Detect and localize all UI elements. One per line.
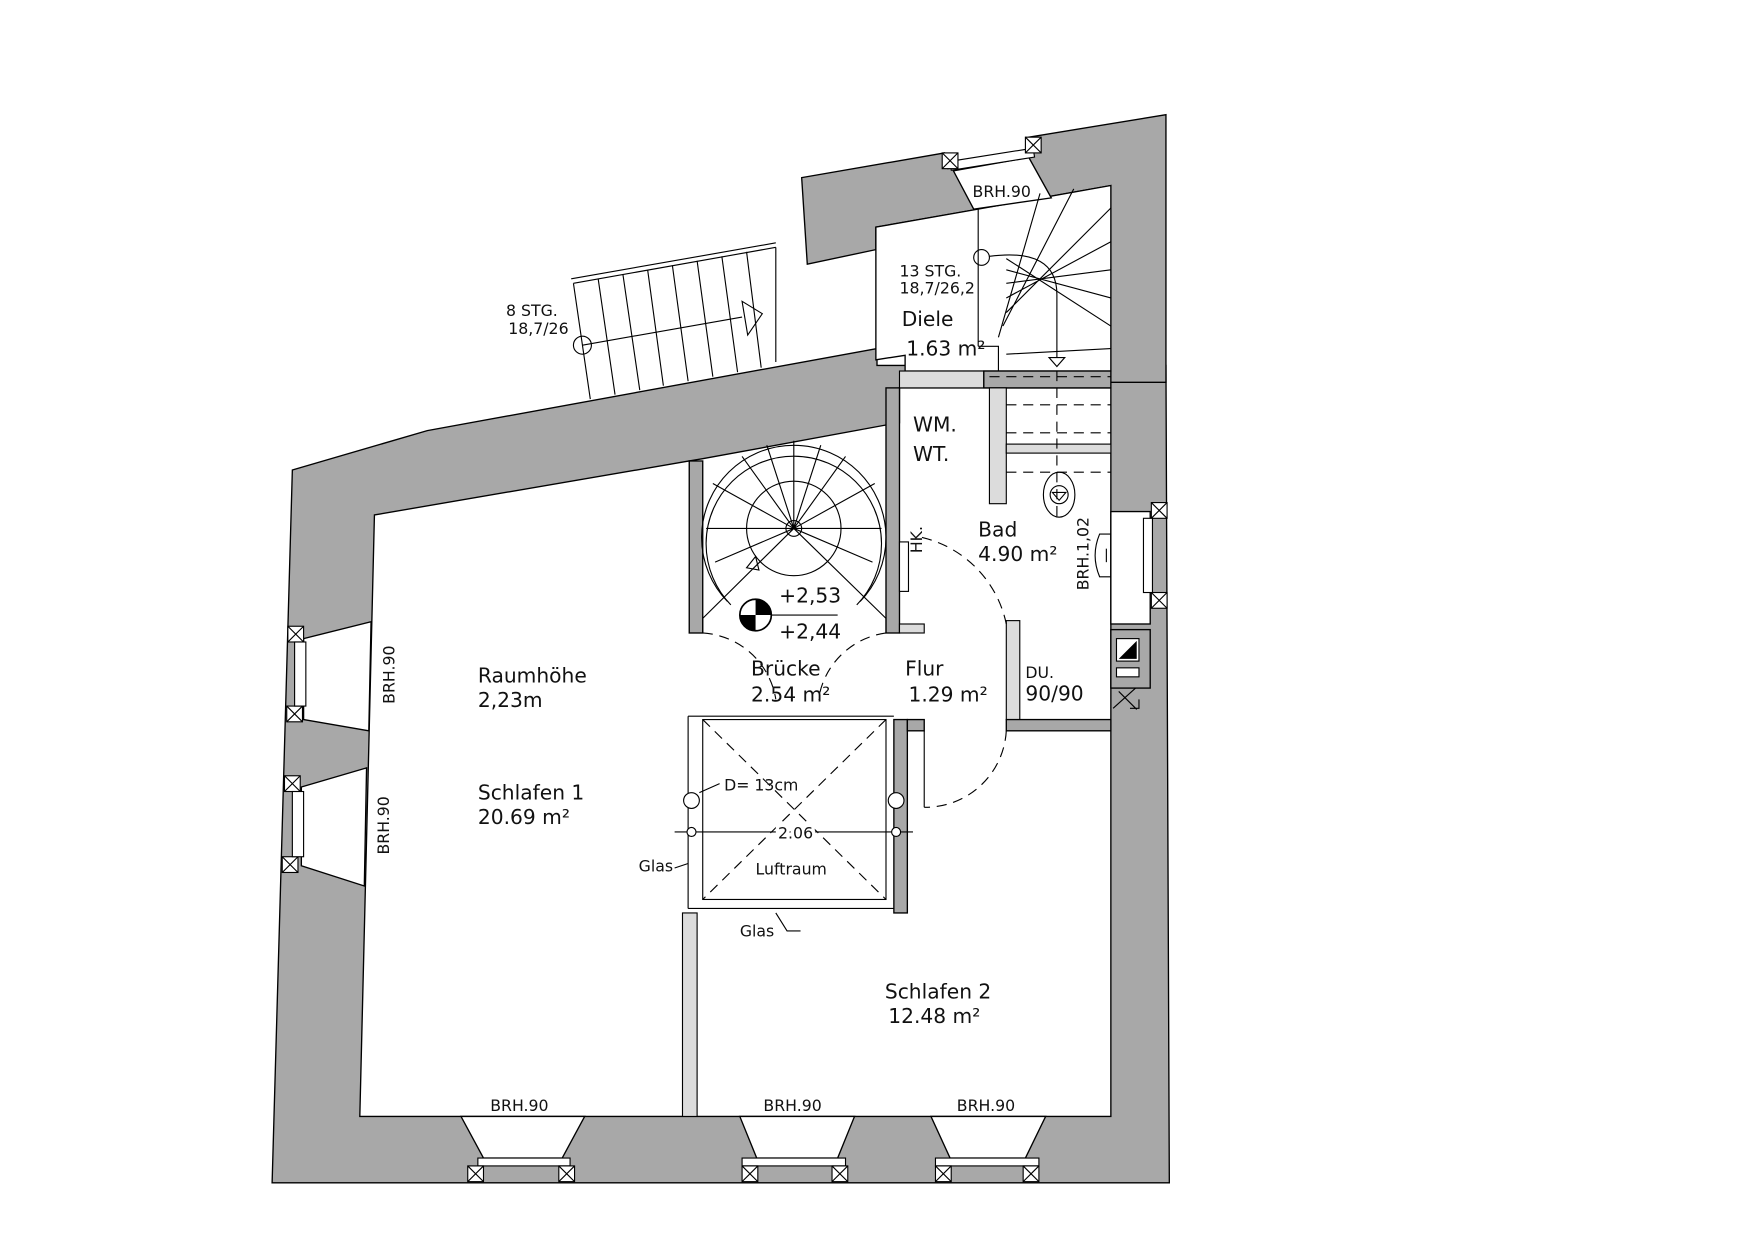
stair-main-ratio: 18,7/26 <box>508 319 568 338</box>
brh-bottom1-label: BRH.90 <box>490 1096 548 1115</box>
wall-spiral-right <box>885 387 901 634</box>
room-wm-line2: WT. <box>913 442 949 466</box>
wall-du-bottom <box>1005 718 1112 732</box>
window-bath-box-icon <box>1142 502 1168 609</box>
stair-main <box>571 242 777 400</box>
room-wm-line1: WM. <box>913 413 957 437</box>
wall-schlafen-divider <box>681 912 698 1118</box>
room-schlafen2-name: Schlafen 2 <box>885 979 991 1003</box>
spiral-stair <box>701 440 887 633</box>
heater-icon <box>898 541 910 592</box>
room-diele-name: Diele <box>902 307 954 331</box>
wall-du-left <box>1005 620 1021 721</box>
brh-left1-label: BRH.90 <box>380 646 399 704</box>
brh-bath-label: BRH.1,02 <box>1073 517 1092 590</box>
room-diele-area: 1.63 m² <box>906 336 985 360</box>
room-schlafen2-area: 12.48 m² <box>888 1004 980 1028</box>
level-lower: +2,44 <box>779 620 841 644</box>
room-flur-name: Flur <box>905 657 944 681</box>
glass-bottom-label: Glas <box>740 922 774 941</box>
room-bruecke-area: 2.54 m² <box>751 683 830 707</box>
room-bad-name: Bad <box>978 517 1017 541</box>
brh-left2-label: BRH.90 <box>374 796 393 854</box>
wall-luftraum-stub <box>906 718 925 732</box>
brh-bottom3-label: BRH.90 <box>957 1096 1015 1115</box>
wall-hk-stub <box>898 623 925 634</box>
stair-upper-steps: 13 STG. <box>899 262 961 281</box>
window-north-box-icon <box>941 136 1042 170</box>
brh-bottom2-label: BRH.90 <box>763 1096 821 1115</box>
level-upper: +2,53 <box>779 584 841 608</box>
hk-label: HK. <box>907 526 926 553</box>
room-schlafen1-area: 20.69 m² <box>478 805 570 829</box>
room-du-size: 90/90 <box>1025 681 1083 705</box>
window-left-box-icon <box>281 625 307 874</box>
stair-upper-ratio: 18,7/26,2 <box>899 278 974 297</box>
chimney-flue-icon <box>1115 638 1140 678</box>
wall-diele-dark <box>983 370 1112 389</box>
luftraum-name: Luftraum <box>756 860 827 879</box>
brh-top-label: BRH.90 <box>973 182 1031 201</box>
luftraum-void <box>674 715 913 932</box>
sink-icon <box>1094 533 1112 578</box>
luftraum-column-label: D= 13cm <box>724 775 798 794</box>
door-swings <box>702 536 1007 808</box>
glass-left-label: Glas <box>639 856 673 875</box>
stair-main-steps: 8 STG. <box>506 301 558 320</box>
room-bad-area: 4.90 m² <box>978 542 1057 566</box>
wall-luftraum-right <box>893 718 909 914</box>
wall-bath-shelf <box>1005 443 1112 454</box>
level-marker-icon <box>738 598 838 632</box>
wall-bath-light <box>988 387 1007 505</box>
window-left-1-opening <box>302 620 372 732</box>
room-bruecke-name: Brücke <box>751 657 821 681</box>
window-bottom-box-icon <box>467 1157 1040 1183</box>
stair-upper <box>973 188 1112 518</box>
window-bottom-openings <box>459 1115 1047 1159</box>
room-height-value: 2,23m <box>478 688 543 712</box>
chimney-vent-icon <box>1112 687 1140 710</box>
wall-spiral-left <box>688 460 704 634</box>
room-flur-area: 1.29 m² <box>908 683 987 707</box>
toilet-icon <box>1042 471 1076 518</box>
window-left-2-opening <box>300 767 368 887</box>
room-du-name: DU. <box>1025 663 1054 682</box>
wall-diele-light <box>898 370 985 389</box>
room-height-label: Raumhöhe <box>478 663 587 687</box>
luftraum-width: 2.06 <box>778 824 813 843</box>
room-schlafen1-name: Schlafen 1 <box>478 780 584 804</box>
